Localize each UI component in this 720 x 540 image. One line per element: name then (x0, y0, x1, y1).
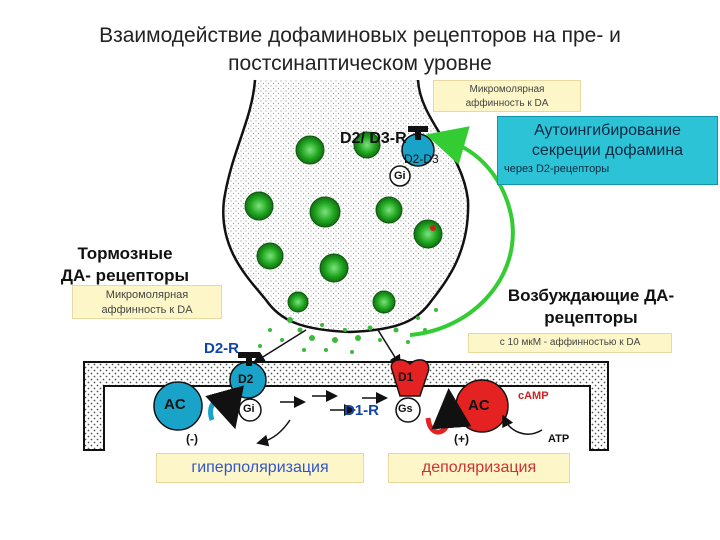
vesicles (244, 131, 443, 314)
d1-r-label: D1-R (344, 402, 380, 419)
vesicle (256, 242, 284, 270)
camp-label: cAMP (518, 390, 549, 402)
minus-sign: (-) (186, 432, 198, 446)
micromolar-affinity-note-top: Микромолярная аффинность к DA (433, 80, 581, 112)
micromolar-affinity-note-left: Микромолярная аффинность к DA (72, 285, 222, 319)
vesicle (353, 131, 381, 159)
title-line-1: Взаимодействие дофаминовых рецепторов на… (99, 24, 621, 47)
vesicle (413, 219, 443, 249)
atp-label: ATP (548, 433, 570, 445)
gs-label: Gs (398, 403, 413, 415)
ac-left-label: AC (164, 396, 186, 413)
released-dopamine (258, 308, 438, 354)
gi-post-label: Gi (243, 403, 255, 415)
ac-right-label: AC (468, 397, 490, 414)
excitatory-receptors-heading: Возбуждающие ДА- рецепторы (507, 286, 675, 327)
vesicle (287, 291, 309, 313)
ten-micromolar-affinity-note: с 10 мкМ - аффинностью к DA (468, 333, 672, 353)
diagram-title: Взаимодействие дофаминовых рецепторов на… (40, 22, 680, 78)
release-arrow-left (252, 329, 307, 364)
vesicle (309, 196, 341, 228)
hyperpolarization-box: гиперполяризация (156, 453, 364, 483)
vesicle (319, 253, 349, 283)
title-line-2: постсинаптическом уровне (228, 52, 492, 75)
d1-inner-label: D1 (398, 370, 414, 384)
inhibitory-receptors-heading: Тормозные ДА- рецепторы (60, 244, 190, 285)
d1-postsynaptic-receptor (390, 359, 543, 435)
vesicle (244, 191, 274, 221)
gi-presyn-label: Gi (394, 170, 406, 182)
d2-d3-inner-label: D2-D3 (404, 152, 439, 166)
d2-d3-receptor-label: D2/ D3-R (340, 130, 407, 147)
autoinhibition-box: Аутоингибирование секреции дофамина чере… (497, 116, 718, 185)
membrane-arrows (256, 390, 388, 447)
d2-postsynaptic-receptor (153, 352, 267, 431)
vesicle (372, 290, 396, 314)
vesicle (295, 135, 325, 165)
d2-r-label: D2-R (204, 340, 240, 357)
depolarization-box: деполяризация (388, 453, 570, 483)
d2-inner-label: D2 (238, 372, 254, 386)
autoinhibition-arrow (409, 126, 515, 337)
plus-sign: (+) (454, 432, 469, 446)
release-arrow-right (377, 329, 402, 368)
vesicle (375, 196, 403, 224)
